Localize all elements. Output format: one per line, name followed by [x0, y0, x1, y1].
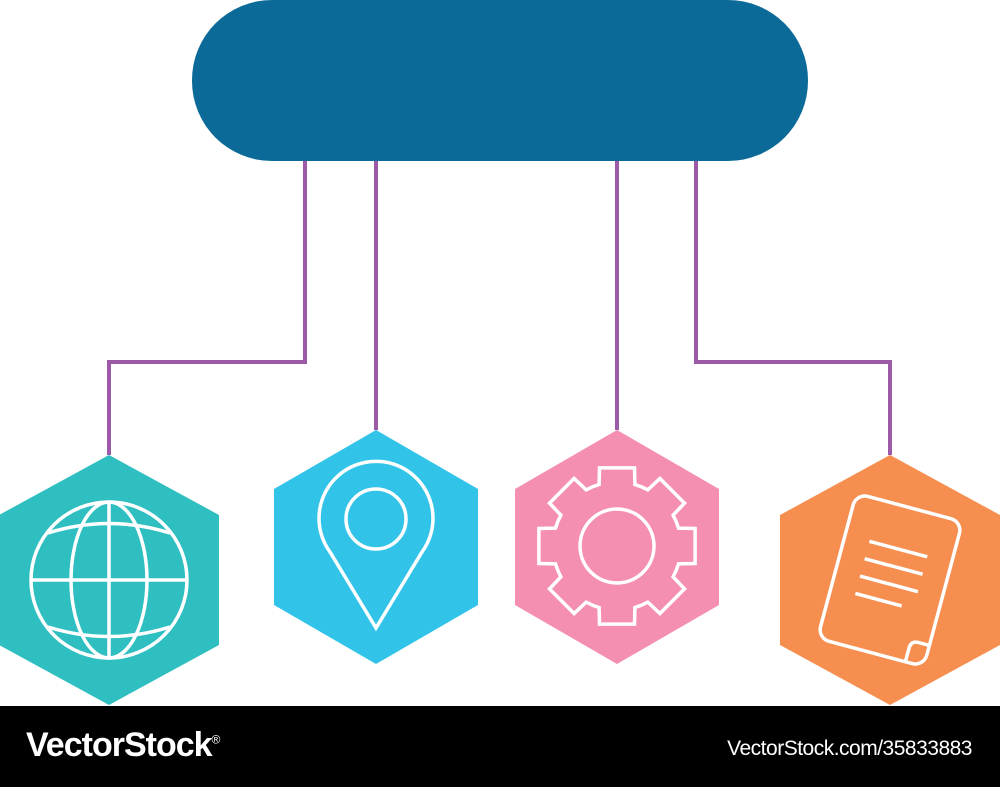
connector-document: [694, 161, 892, 455]
stock-id-text: VectorStock.com/35833883: [727, 737, 972, 760]
connector-globe: [107, 161, 307, 455]
connectors: [107, 161, 892, 455]
header-pill: [192, 0, 808, 161]
node-document: [780, 455, 1000, 705]
gear-icon: [537, 466, 697, 626]
location-pin-icon: [317, 459, 435, 632]
hexagon-document: [780, 455, 1000, 705]
brand-name: VectorStock: [26, 726, 213, 764]
hexagon-pin: [274, 430, 478, 664]
node-globe: [0, 455, 219, 705]
brand-logo: VectorStock®: [26, 726, 221, 765]
watermark-footer: VectorStock® VectorStock.com/35833883: [0, 706, 1000, 787]
hexagon-gear: [515, 430, 719, 664]
node-gear: [515, 430, 719, 664]
registered-mark: ®: [211, 732, 221, 747]
node-pin: [274, 430, 478, 664]
document-icon: [818, 494, 962, 666]
hierarchy-diagram: [0, 0, 1000, 705]
globe-icon: [29, 500, 189, 660]
